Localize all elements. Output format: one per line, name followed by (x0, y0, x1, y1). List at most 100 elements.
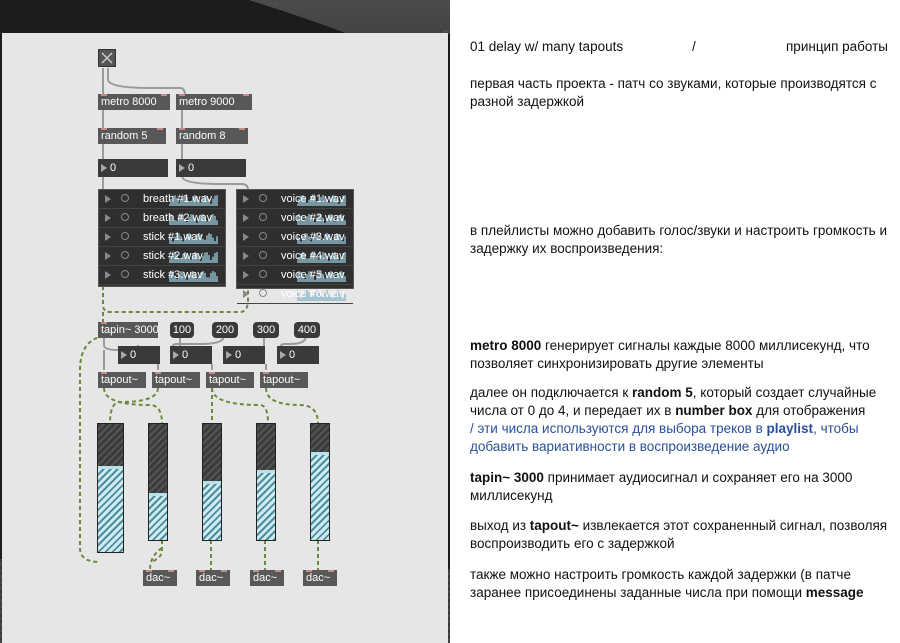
slider-knob[interactable] (149, 493, 167, 496)
loop-icon[interactable] (259, 289, 267, 297)
gain-slider-3[interactable] (256, 423, 276, 541)
tapout-4-label: tapout~ (263, 374, 301, 386)
signal-cord-t4 (265, 387, 319, 425)
play-icon[interactable] (105, 214, 111, 222)
playlist-row[interactable]: stick #2.wav (99, 247, 225, 266)
metro-9000-object[interactable]: metro 9000 (176, 94, 252, 110)
waveform-icon (297, 233, 346, 244)
signal-cord-t2 (109, 387, 159, 425)
loop-icon[interactable] (259, 251, 267, 259)
delay-number-3[interactable]: 0 (223, 346, 265, 364)
waveform-icon (169, 195, 218, 206)
delay-number-1[interactable]: 0 (118, 346, 160, 364)
playlist-row[interactable]: voice #6.wav (237, 285, 353, 304)
p6-part2: извлекается этот сохраненный сигнал, поз… (470, 518, 888, 551)
gain-slider-dry[interactable] (97, 423, 124, 553)
tapin-object[interactable]: tapin~ 3000 (98, 322, 158, 338)
number-box-1[interactable]: 0 (98, 159, 168, 177)
tapout-object-3[interactable]: tapout~ (206, 372, 254, 388)
dac-object-4[interactable]: dac~ (303, 570, 337, 586)
dac-4-label: dac~ (306, 572, 331, 584)
playlist-row[interactable]: voice #2.wav (237, 209, 353, 228)
loop-icon[interactable] (121, 270, 129, 278)
random-5-label: random 5 (101, 130, 148, 142)
slider-knob[interactable] (98, 466, 123, 469)
gain-slider-2[interactable] (202, 423, 222, 541)
track-name: voice #2.wav (281, 212, 345, 224)
play-icon[interactable] (105, 195, 111, 203)
slider-knob[interactable] (203, 481, 221, 484)
play-icon[interactable] (243, 233, 249, 241)
gain-slider-1[interactable] (148, 423, 168, 541)
waveform-icon (169, 271, 218, 282)
play-icon[interactable] (243, 252, 249, 260)
message-400[interactable]: 400 (294, 322, 320, 338)
playlist-row[interactable]: breath #1.wav (99, 190, 225, 209)
random-5-object[interactable]: random 5 (98, 128, 166, 144)
loop-icon[interactable] (121, 232, 129, 240)
paragraph-5-text: принимает аудиосигнал и сохраняет его на… (470, 470, 853, 503)
dac-object-1[interactable]: dac~ (143, 570, 177, 586)
playlist-row[interactable]: stick #1.wav (99, 228, 225, 247)
dac-object-2[interactable]: dac~ (196, 570, 230, 586)
loop-icon[interactable] (259, 232, 267, 240)
metro-8000-object[interactable]: metro 8000 (98, 94, 170, 110)
play-icon[interactable] (105, 233, 111, 241)
waveform-icon (169, 233, 218, 244)
loop-icon[interactable] (121, 194, 129, 202)
number-box-2[interactable]: 0 (176, 159, 246, 177)
play-icon[interactable] (243, 290, 249, 298)
play-icon[interactable] (105, 252, 111, 260)
dac-3-label: dac~ (253, 572, 278, 584)
slider-empty (203, 424, 221, 484)
message-100[interactable]: 100 (170, 322, 194, 338)
tapout-object-1[interactable]: tapout~ (98, 372, 146, 388)
metro-8000-label: metro 8000 (101, 96, 157, 108)
toggle-button[interactable] (98, 49, 116, 67)
tapout-object-4[interactable]: tapout~ (260, 372, 308, 388)
playlist-row[interactable]: voice #3.wav (237, 228, 353, 247)
play-icon[interactable] (243, 214, 249, 222)
track-name: voice #1.wav (281, 193, 345, 205)
track-name: stick #2.wav (143, 250, 203, 262)
play-icon[interactable] (243, 271, 249, 279)
play-icon[interactable] (105, 271, 111, 279)
delay-number-1-value: 0 (130, 349, 137, 361)
number-box-term: number box (675, 403, 753, 418)
tapout-object-2[interactable]: tapout~ (152, 372, 200, 388)
loop-icon[interactable] (259, 194, 267, 202)
playlist-row[interactable]: breath #2.wav (99, 209, 225, 228)
playlist-row[interactable]: voice #4.wav (237, 247, 353, 266)
x-icon (101, 52, 113, 64)
random-8-object[interactable]: random 8 (176, 128, 248, 144)
loop-icon[interactable] (121, 213, 129, 221)
track-name: stick #1.wav (143, 231, 203, 243)
slider-knob[interactable] (257, 470, 275, 473)
delay-number-2[interactable]: 0 (170, 346, 212, 364)
loop-icon[interactable] (259, 213, 267, 221)
tapout-1-label: tapout~ (101, 374, 139, 386)
play-icon[interactable] (243, 195, 249, 203)
paragraph-5: tapin~ 3000 принимает аудиосигнал и сохр… (470, 469, 890, 505)
slider-knob[interactable] (311, 452, 329, 455)
track-name: stick #3.wav (143, 269, 203, 281)
delay-number-4[interactable]: 0 (277, 346, 319, 364)
waveform-icon (297, 195, 346, 206)
dac-object-3[interactable]: dac~ (250, 570, 284, 586)
paragraph-3: metro 8000 генерирует сигналы каждые 800… (470, 337, 890, 373)
paragraph-4: далее он подключается к random 5, которы… (470, 384, 890, 456)
message-300-label: 300 (256, 324, 276, 336)
message-300[interactable]: 300 (253, 322, 279, 338)
tapin-label: tapin~ 3000 (101, 324, 158, 336)
message-100-label: 100 (172, 324, 192, 336)
loop-icon[interactable] (121, 251, 129, 259)
signal-cord-dac1b (149, 547, 163, 571)
playlist-row[interactable]: voice #5.wav (237, 266, 353, 285)
message-200[interactable]: 200 (212, 322, 238, 338)
gain-slider-4[interactable] (310, 423, 330, 541)
playlist-row[interactable]: stick #3.wav (99, 266, 225, 285)
loop-icon[interactable] (259, 270, 267, 278)
playlist-row[interactable]: voice #1.wav (237, 190, 353, 209)
